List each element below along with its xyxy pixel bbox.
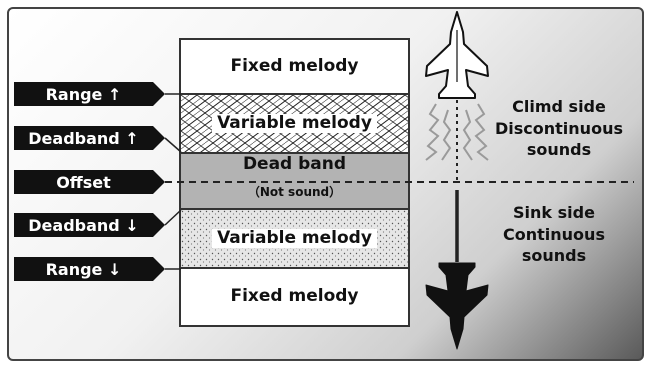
climb-side-line1: Climd side — [512, 97, 606, 116]
zone-dead-band-label: Dead band — [242, 153, 347, 174]
label-range-down-text: Range ↓ — [45, 259, 122, 279]
climb-sound-waves — [425, 103, 489, 161]
label-range-up-text: Range ↑ — [45, 84, 122, 104]
sink-side-text: Sink side Continuous sounds — [484, 202, 624, 267]
label-offset-text: Offset — [56, 172, 111, 192]
label-deadband-up: Deadband ↑ — [14, 126, 165, 150]
label-deadband-down-text: Deadband ↓ — [28, 215, 139, 235]
sink-side-line1: Sink side — [513, 203, 595, 222]
label-deadband-down: Deadband ↓ — [14, 213, 165, 237]
zone-fixed-melody-top: Fixed melody — [179, 38, 410, 95]
zone-variable-melody-top: Variable melody — [179, 93, 410, 154]
zone-variable-melody-top-label: Variable melody — [212, 113, 377, 134]
leader-deadband-down — [164, 209, 182, 226]
zone-fixed-melody-bottom: Fixed melody — [179, 267, 410, 327]
zone-dead-band-note: （Not sound） — [247, 185, 342, 200]
jet-sinking-icon — [425, 262, 489, 350]
climb-side-line3: sounds — [526, 140, 592, 160]
label-deadband-up-text: Deadband ↑ — [28, 128, 139, 148]
sink-side-line3: sounds — [521, 246, 587, 266]
label-range-down: Range ↓ — [14, 257, 165, 281]
climb-side-line2: Discontinuous — [495, 118, 623, 138]
jet-climbing-icon — [425, 11, 489, 99]
zone-fixed-melody-top-label: Fixed melody — [230, 55, 359, 76]
sink-side-line2: Continuous — [503, 224, 605, 244]
zone-fixed-melody-bottom-label: Fixed melody — [230, 286, 359, 307]
climb-side-text: Climd side Discontinuous sounds — [484, 96, 634, 161]
zone-variable-melody-bottom-label: Variable melody — [212, 228, 377, 249]
label-range-up: Range ↑ — [14, 82, 165, 106]
label-offset: Offset — [14, 170, 165, 194]
leader-deadband-up — [164, 137, 182, 153]
zone-variable-melody-bottom: Variable melody — [179, 208, 410, 269]
